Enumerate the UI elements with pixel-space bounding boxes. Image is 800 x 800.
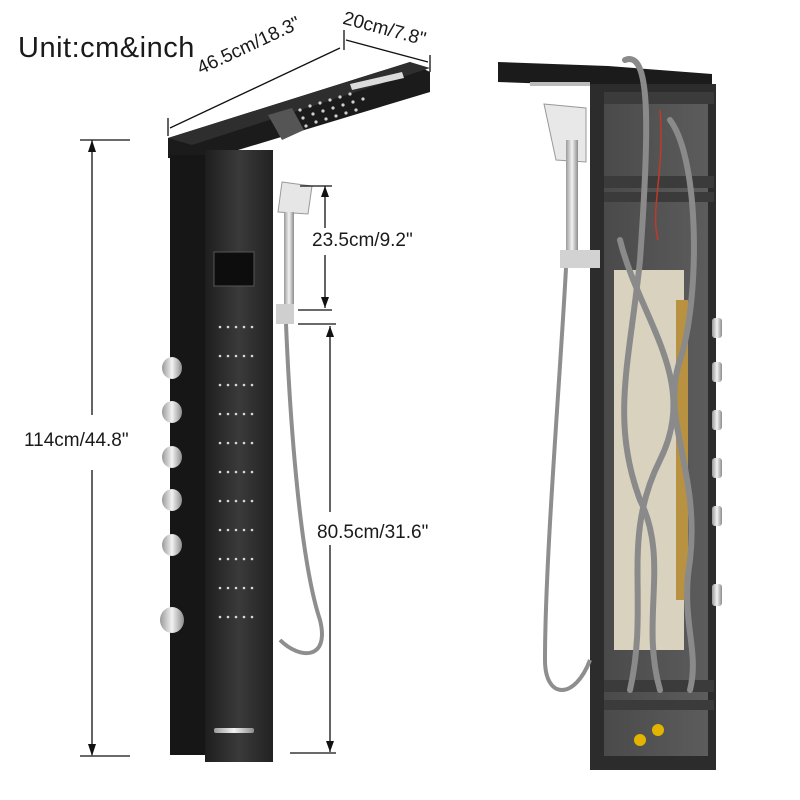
- dim-total-height: 114cm/44.8": [24, 430, 129, 451]
- shower-panel-interior: [498, 56, 722, 770]
- valve-knobs: [160, 357, 184, 633]
- unit-title: Unit:cm&inch: [18, 32, 195, 64]
- dim-handheld-length: 23.5cm/9.2": [312, 230, 413, 251]
- dim-holder-height: 80.5cm/31.6": [317, 522, 429, 543]
- shower-panel-front: [80, 30, 431, 762]
